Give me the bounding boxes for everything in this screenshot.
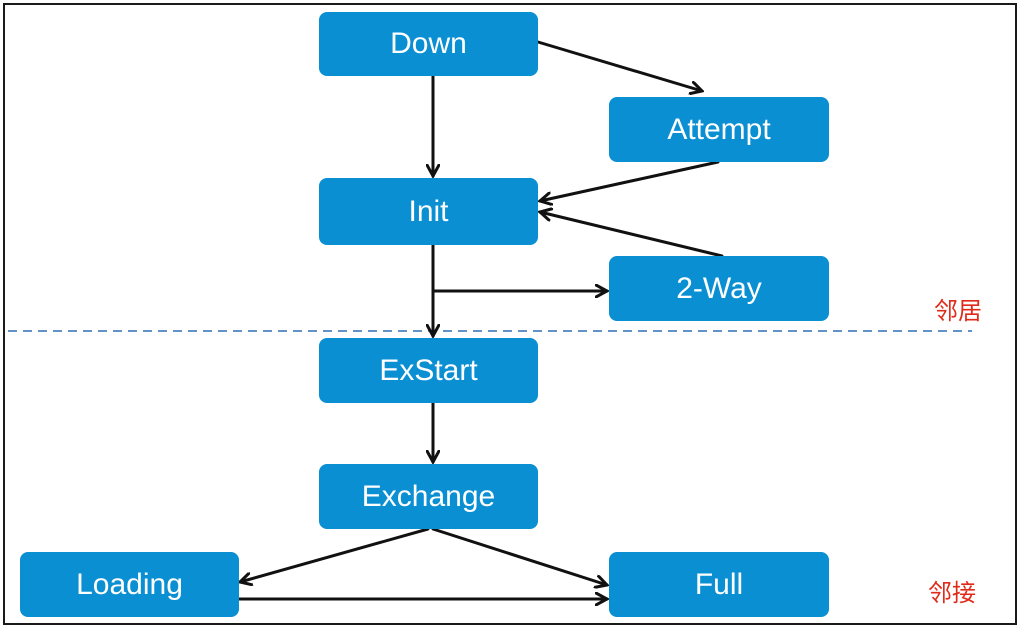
state-exstart: ExStart [319,338,538,403]
arrow-exchange-to-loading [240,527,430,582]
state-down: Down [319,12,538,76]
state-2-way: 2-Way [609,256,829,321]
state-attempt: Attempt [609,97,829,162]
state-loading: Loading [20,552,239,617]
zone-label-neighbor: 邻居 [934,297,982,325]
state-exchange: Exchange [319,464,538,529]
diagram-frame [3,3,1017,625]
arrow-attempt-to-init [540,160,720,201]
state-full: Full [609,552,829,617]
arrow-2way-to-init [540,212,724,258]
zone-label-adjacency: 邻接 [928,579,976,607]
state-init: Init [319,178,538,245]
arrow-down-to-attempt [536,40,702,91]
arrow-exchange-to-full [431,527,607,585]
